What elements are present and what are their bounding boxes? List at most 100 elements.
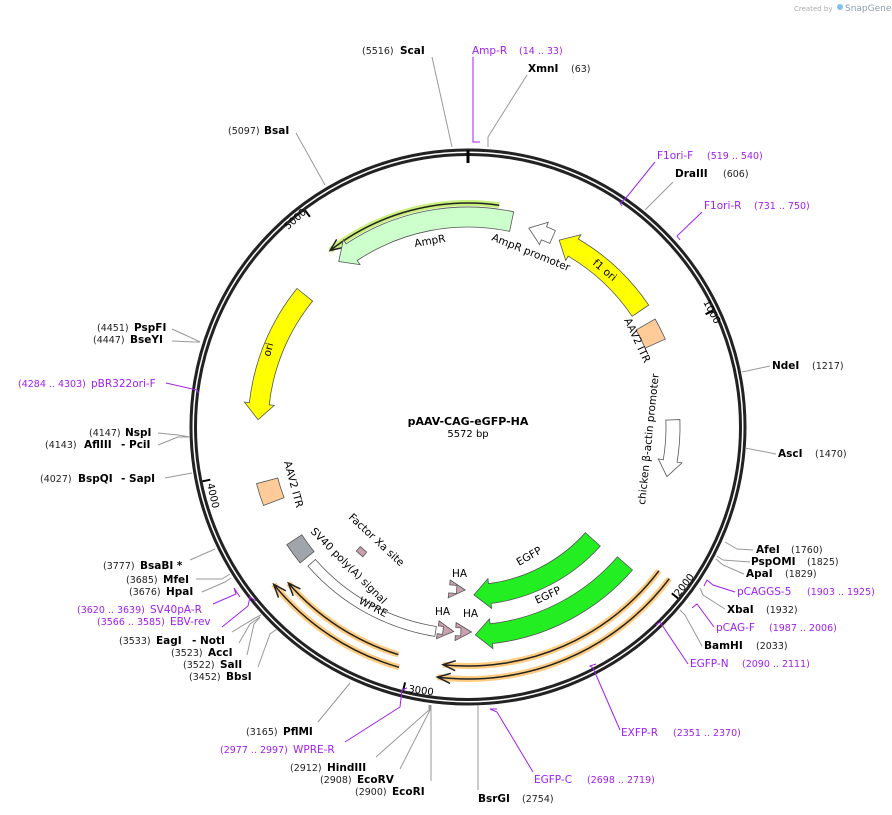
- feature-label-ha1[interactable]: HA: [452, 568, 468, 580]
- primer-range: (3620 .. 3639): [77, 605, 145, 616]
- tick-label-2000: 2000: [673, 572, 697, 599]
- enzyme-pspfi[interactable]: PspFI: [134, 322, 166, 334]
- primer-egfp-n[interactable]: EGFP-N: [690, 658, 729, 670]
- orf-right-inner[interactable]: [442, 570, 660, 667]
- primer-wpre-r[interactable]: WPRE-R: [293, 744, 335, 756]
- enzyme-pcii[interactable]: - PciI: [121, 439, 150, 451]
- feature-label-aav2-itr-left[interactable]: AAV2 ITR: [281, 460, 305, 509]
- feature-label-egfp-inner[interactable]: EGFP: [515, 545, 545, 569]
- ha2-feature[interactable]: [436, 620, 455, 640]
- enzyme-sali[interactable]: SalI: [220, 659, 242, 671]
- primer-range: (1903 .. 1925): [807, 587, 875, 598]
- ori-feature[interactable]: [243, 287, 314, 421]
- enzyme-eagi[interactable]: EagI: [156, 635, 182, 647]
- feature-label-ha3[interactable]: HA: [463, 608, 479, 620]
- primer-range: (14 .. 33): [519, 46, 563, 57]
- primer-pcaggs-5[interactable]: pCAGGS-5: [737, 586, 791, 598]
- cba-promoter-feature[interactable]: [657, 419, 683, 478]
- enzyme-ecori[interactable]: EcoRI: [392, 786, 425, 798]
- enzyme-acci[interactable]: AccI: [208, 647, 232, 659]
- enzyme-leader-lines: [157, 56, 777, 790]
- primer-egfp-c[interactable]: EGFP-C: [534, 774, 572, 786]
- enzyme-sapi[interactable]: - SapI: [121, 473, 155, 485]
- feature-label-ha2[interactable]: HA: [435, 606, 451, 618]
- primer-range: (4284 .. 4303): [18, 379, 86, 390]
- orf-right-inner-arrowhead[interactable]: [440, 659, 457, 672]
- enzyme-bsai[interactable]: BsaI: [264, 125, 289, 137]
- enzyme-afliii[interactable]: AflIII: [84, 439, 112, 451]
- feature-label-ori[interactable]: ori: [261, 341, 276, 357]
- primer-ebv-rev[interactable]: EBV-rev: [170, 616, 211, 628]
- enzyme-bsabi[interactable]: BsaBI *: [140, 560, 183, 572]
- enzyme-scai[interactable]: ScaI: [400, 45, 425, 57]
- orf-left-outer[interactable]: [273, 583, 400, 669]
- primer-range: (2977 .. 2997): [220, 745, 288, 756]
- enzyme-asci[interactable]: AscI: [778, 448, 803, 460]
- enzyme-apai[interactable]: ApaI: [746, 568, 773, 580]
- ampr-orf-arrowhead[interactable]: [328, 239, 343, 252]
- primer-f1ori-f[interactable]: F1ori-F: [657, 150, 693, 162]
- ha1-feature[interactable]: [447, 579, 467, 599]
- aav2-itr-left-feature[interactable]: [256, 477, 285, 507]
- enzyme-ecorv[interactable]: EcoRV: [357, 774, 395, 786]
- enzyme-bspqi[interactable]: BspQI: [78, 473, 113, 485]
- primer-range: (2351 .. 2370): [673, 728, 741, 739]
- enzyme-bsrgi[interactable]: BsrGI: [478, 793, 510, 805]
- primer-exfp-r[interactable]: EXFP-R: [621, 727, 658, 739]
- ampr-orf[interactable]: [329, 202, 500, 252]
- enzyme-pos: (3676): [129, 587, 161, 598]
- enzyme-hpai[interactable]: HpaI: [166, 586, 193, 598]
- enzyme-pos: (3522): [183, 660, 215, 671]
- feature-label-cba-promoter[interactable]: chicken β-actin promoter: [636, 372, 662, 505]
- enzyme-pos: (63): [571, 64, 591, 75]
- egfp-inner-feature[interactable]: [473, 532, 601, 610]
- enzyme-bamhi[interactable]: BamHI: [704, 640, 743, 652]
- feature-label-ampr[interactable]: AmpR: [413, 233, 446, 250]
- primer-pcag-f[interactable]: pCAG-F: [716, 622, 755, 634]
- backbone-ring: [189, 148, 747, 706]
- enzyme-ndei[interactable]: NdeI: [772, 360, 799, 372]
- f1-ori-feature[interactable]: [558, 234, 650, 317]
- ampr-promoter-feature[interactable]: [528, 221, 556, 246]
- primer-range: (2090 .. 2111): [742, 659, 810, 670]
- enzyme-pos: (3685): [126, 575, 158, 586]
- enzyme-bseyi[interactable]: BseYI: [130, 334, 163, 346]
- enzyme-draiii[interactable]: DraIII: [675, 168, 708, 180]
- enzyme-afei[interactable]: AfeI: [756, 544, 780, 556]
- enzyme-pos: (4143): [45, 440, 77, 451]
- orf-left-outer-arrowhead[interactable]: [272, 582, 287, 598]
- enzyme-pos: (4147): [89, 428, 121, 439]
- enzyme-pspomi[interactable]: PspOMI: [751, 556, 796, 568]
- enzyme-nspi[interactable]: NspI: [125, 427, 151, 439]
- orf-right-outer-arrowhead[interactable]: [435, 672, 451, 685]
- orf-right-outer[interactable]: [437, 578, 670, 680]
- feature-label-ampr-promoter[interactable]: AmpR promoter: [490, 232, 572, 275]
- feature-label-factor-xa[interactable]: Factor Xa site: [346, 511, 406, 568]
- enzyme-bbsi[interactable]: BbsI: [226, 671, 252, 683]
- primer-pbr322ori-f[interactable]: pBR322ori-F: [91, 378, 156, 390]
- enzyme-xmni[interactable]: XmnI: [528, 63, 558, 75]
- primer-leader-lines: [165, 57, 736, 773]
- enzyme-pos: (5516): [362, 46, 394, 57]
- enzyme-noti[interactable]: - NotI: [192, 635, 225, 647]
- enzyme-xbai[interactable]: XbaI: [727, 604, 754, 616]
- enzyme-pos: (4447): [93, 335, 125, 346]
- orf-left-inner[interactable]: [287, 582, 399, 656]
- enzyme-pflmi[interactable]: PflMI: [283, 726, 313, 738]
- enzyme-pos: (2912): [290, 763, 322, 774]
- primer-sv40pa-r[interactable]: SV40pA-R: [150, 604, 202, 616]
- factor-xa-feature[interactable]: [355, 546, 368, 558]
- primer-f1ori-r[interactable]: F1ori-R: [704, 200, 741, 212]
- tick-mark: [402, 682, 407, 691]
- enzyme-pos: (1932): [766, 605, 798, 616]
- ha3-feature[interactable]: [454, 621, 473, 642]
- primer-amp-r[interactable]: Amp-R: [472, 45, 507, 57]
- wpre-feature[interactable]: [307, 558, 437, 637]
- enzyme-hindiii[interactable]: HindIII: [327, 762, 366, 774]
- ampr-feature[interactable]: [338, 206, 515, 266]
- enzyme-mfei[interactable]: MfeI: [163, 574, 189, 586]
- egfp-outer-feature[interactable]: [474, 556, 634, 650]
- aav2-itr-right-feature[interactable]: [635, 318, 666, 349]
- sv40-feature[interactable]: [286, 534, 315, 564]
- orf-left-inner-arrowhead[interactable]: [287, 581, 301, 597]
